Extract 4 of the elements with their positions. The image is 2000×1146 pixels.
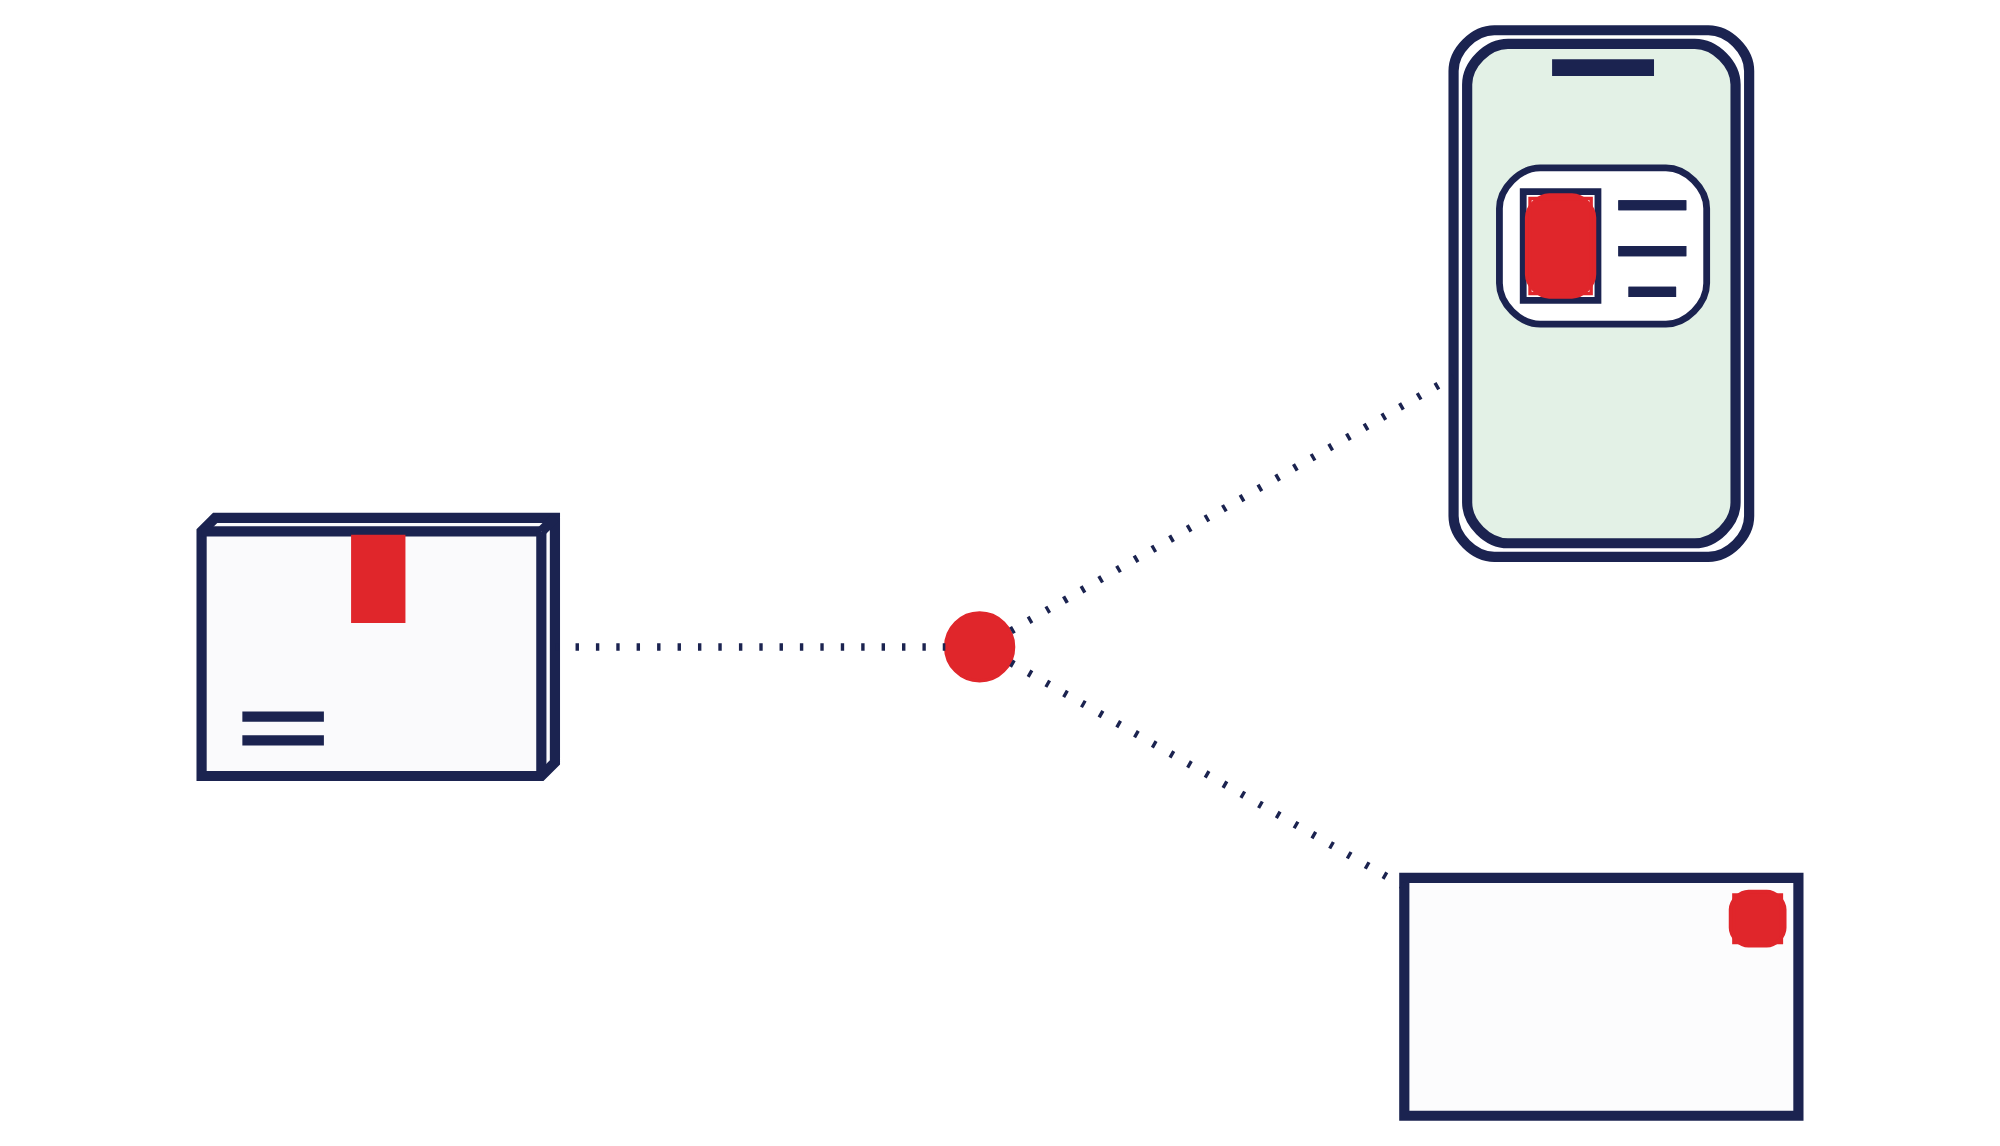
node-picture: [1448, 25, 1755, 562]
connector: [1009, 659, 1406, 890]
node-picture: [1399, 872, 1804, 1121]
node-circle: [943, 611, 1016, 683]
